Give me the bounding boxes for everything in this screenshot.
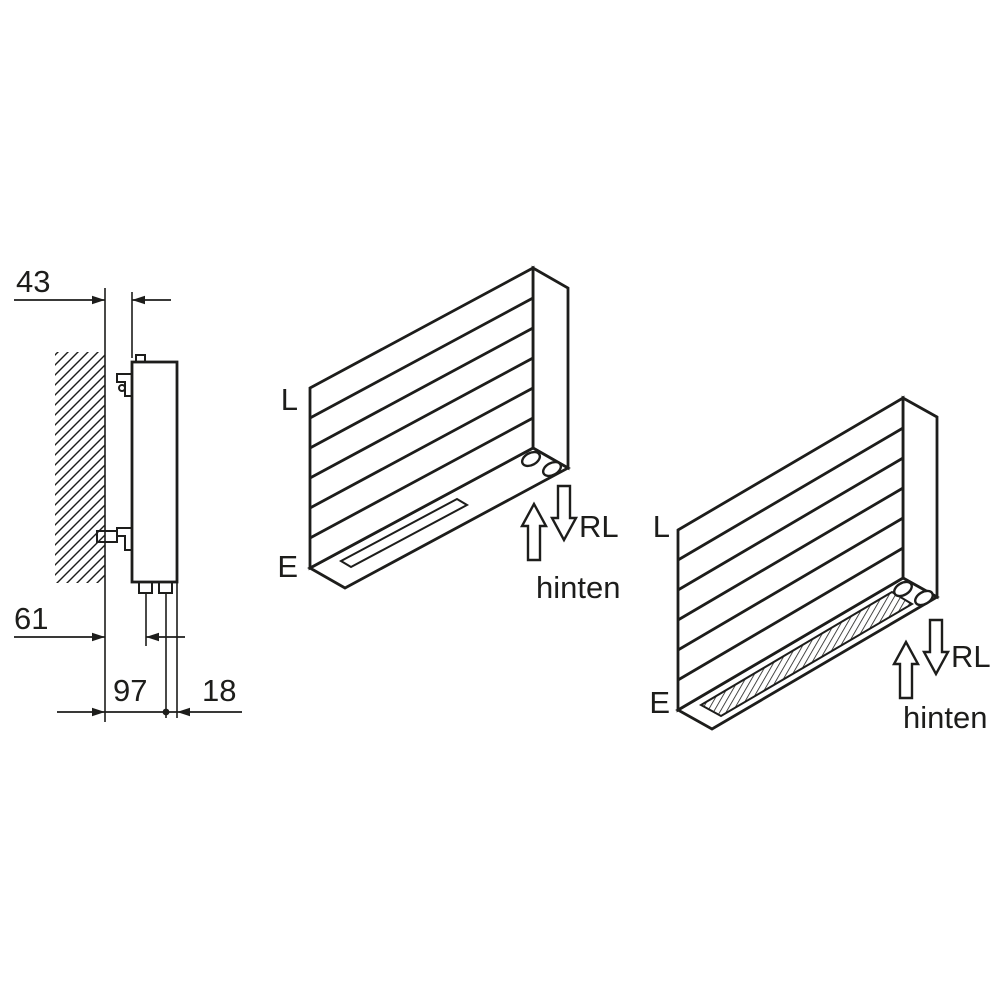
label-l: L bbox=[281, 382, 298, 417]
bottom-convection-slot bbox=[338, 497, 470, 569]
side-view: 43 61 97 18 bbox=[14, 264, 242, 722]
bottom-convection-grille bbox=[698, 590, 914, 718]
dimension-97-18: 97 18 bbox=[57, 673, 242, 717]
arrowhead-right bbox=[92, 295, 105, 305]
dimension-43-label: 43 bbox=[16, 264, 50, 299]
dimension-18-label: 18 bbox=[202, 673, 236, 708]
pipe-stub-1 bbox=[138, 581, 153, 594]
dimension-point-dot bbox=[162, 708, 170, 716]
dimension-61-label: 61 bbox=[14, 601, 48, 636]
arrowhead-right bbox=[92, 632, 105, 642]
front-slat-lines bbox=[677, 426, 904, 682]
arrowhead-right bbox=[92, 707, 105, 717]
connection-port-1 bbox=[893, 580, 913, 598]
arrowhead-left bbox=[146, 632, 159, 642]
label-hinten: hinten bbox=[903, 700, 987, 735]
anchor-screw bbox=[96, 530, 118, 543]
flow-up-arrow bbox=[519, 501, 549, 562]
label-e: E bbox=[277, 549, 298, 584]
connection-port-2 bbox=[541, 460, 563, 478]
radiator-end-face bbox=[901, 395, 939, 600]
radiator-end-face bbox=[531, 265, 570, 471]
return-down-arrow bbox=[921, 618, 951, 677]
connection-port-1 bbox=[520, 450, 542, 468]
label-e: E bbox=[649, 685, 670, 720]
dimension-97-label: 97 bbox=[113, 673, 147, 708]
flow-up-arrow bbox=[891, 639, 921, 700]
wall-hatching bbox=[55, 352, 105, 583]
radiator-panel-side bbox=[130, 360, 179, 584]
mounting-bracket-top bbox=[116, 373, 132, 397]
iso-radiator-grille: L E RL hinten bbox=[649, 395, 991, 735]
pipe-stub-2 bbox=[158, 581, 173, 594]
return-down-arrow bbox=[549, 484, 579, 543]
label-hinten: hinten bbox=[536, 570, 620, 605]
arrowhead-left bbox=[177, 707, 190, 717]
label-rl: RL bbox=[579, 509, 619, 544]
dimension-43: 43 bbox=[14, 264, 171, 305]
label-l: L bbox=[653, 509, 670, 544]
air-vent-stub bbox=[135, 354, 146, 363]
arrowhead-left bbox=[132, 295, 145, 305]
label-rl: RL bbox=[951, 639, 991, 674]
front-slat-lines bbox=[309, 296, 534, 540]
iso-radiator-plain: L E RL hinten bbox=[277, 265, 620, 605]
mounting-bracket-bottom bbox=[96, 527, 132, 551]
dimension-61: 61 bbox=[14, 601, 185, 642]
connection-port-2 bbox=[914, 589, 934, 607]
